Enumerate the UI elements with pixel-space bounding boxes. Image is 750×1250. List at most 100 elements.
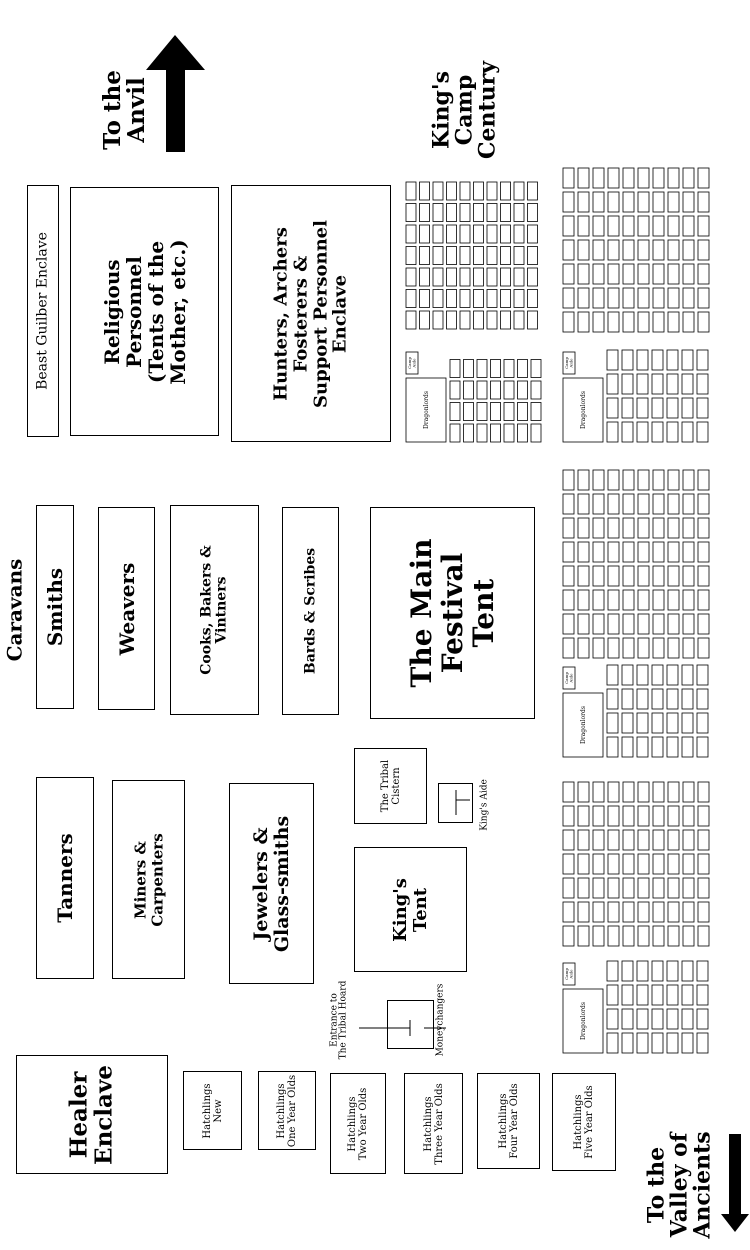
dragonlord-label: Dragonlords (580, 391, 587, 429)
tent-cell (503, 359, 515, 378)
tent-cell (577, 191, 590, 213)
tent-cell (682, 805, 695, 827)
tent-cell (459, 181, 471, 201)
tent-cell (697, 565, 710, 587)
tent-cell (607, 263, 620, 285)
tent-cell (446, 246, 457, 265)
tent-cell (503, 402, 515, 421)
tent-cell (681, 984, 694, 1006)
tent-cell (607, 517, 620, 539)
tent-cell (666, 373, 679, 395)
tent-cell (473, 246, 484, 265)
tent-cell (577, 239, 590, 261)
tent-cell (405, 181, 417, 201)
tent-cell (607, 191, 620, 213)
tent-cell (651, 373, 664, 395)
tent-cell (592, 589, 605, 611)
tent-cell (652, 805, 665, 827)
tent-cell (652, 589, 665, 611)
tent-cell (503, 380, 515, 400)
tent-cell (637, 493, 650, 515)
tent-cell (621, 688, 634, 710)
tent-cell (577, 925, 590, 947)
tent-cell (606, 712, 619, 734)
tent-cell (652, 287, 665, 309)
tent-cell (592, 925, 605, 947)
tent-cell (696, 960, 709, 982)
tent-cell (652, 781, 665, 803)
tent-cell (636, 397, 649, 419)
tent-cell (697, 263, 710, 285)
tent-cell (562, 901, 575, 923)
tent-cell (500, 203, 511, 222)
tent-cell (577, 493, 590, 515)
tent-cell (530, 423, 542, 443)
tent-cell (432, 224, 444, 244)
tent-cell (697, 541, 710, 563)
tent-cell (696, 421, 709, 443)
tent-cell (682, 901, 695, 923)
tent-cell (652, 829, 665, 851)
hatchlings-five-year: Hatchlings Five Year Olds (552, 1073, 616, 1171)
tent-cell (637, 877, 650, 899)
tent-cell (682, 925, 695, 947)
tent-cell (682, 517, 695, 539)
tent-cell (562, 565, 575, 587)
tent-cell (682, 613, 695, 635)
tent-cell (500, 289, 511, 308)
tent-cell (432, 181, 444, 201)
tent-cell (622, 589, 635, 611)
tent-cell (622, 239, 635, 261)
tent-cell (637, 239, 650, 261)
tent-cell (621, 664, 634, 686)
tent-cell (405, 289, 417, 308)
dragonlord-tent (562, 692, 604, 758)
hatchlings-four-year: Hatchlings Four Year Olds (477, 1073, 540, 1169)
tent-cell (621, 736, 634, 758)
tent-cell (696, 664, 709, 686)
tent-cell (592, 311, 605, 333)
tent-cell (562, 263, 575, 285)
tent-cell (622, 541, 635, 563)
tent-cell (459, 203, 471, 222)
tent-cell (577, 853, 590, 875)
tent-cell (607, 287, 620, 309)
tent-cell (459, 267, 471, 287)
tent-cell (513, 203, 525, 222)
tent-cell (636, 712, 649, 734)
tent-cell (651, 736, 664, 758)
tent-cell (637, 287, 650, 309)
tent-cell (459, 224, 471, 244)
svg-text:Camp: Camp (407, 357, 412, 369)
svg-text:Aide: Aide (569, 673, 574, 684)
tent-cell (562, 191, 575, 213)
tent-cell (637, 637, 650, 659)
dragonlord-tent (562, 377, 604, 443)
tent-cell (500, 181, 511, 201)
tent-cell (405, 246, 417, 265)
tent-cell (592, 541, 605, 563)
tent-cell (577, 167, 590, 189)
tent-cell (651, 349, 664, 371)
weavers-enclave: Weavers (98, 507, 155, 710)
tent-cell (486, 203, 498, 222)
tent-cell (666, 664, 679, 686)
tent-cell (697, 167, 710, 189)
tent-cell (636, 421, 649, 443)
tent-cell (697, 637, 710, 659)
tent-cell (681, 421, 694, 443)
tent-cell (527, 310, 538, 330)
tent-cell (696, 712, 709, 734)
tent-cell (622, 805, 635, 827)
tent-cell (606, 664, 619, 686)
tent-cell (652, 877, 665, 899)
tent-cell (562, 167, 575, 189)
camp-aide-tent (562, 351, 576, 375)
tent-cell (622, 877, 635, 899)
tent-cell (682, 853, 695, 875)
tent-cell (622, 191, 635, 213)
tent-cell (562, 805, 575, 827)
tent-cell (459, 289, 471, 308)
